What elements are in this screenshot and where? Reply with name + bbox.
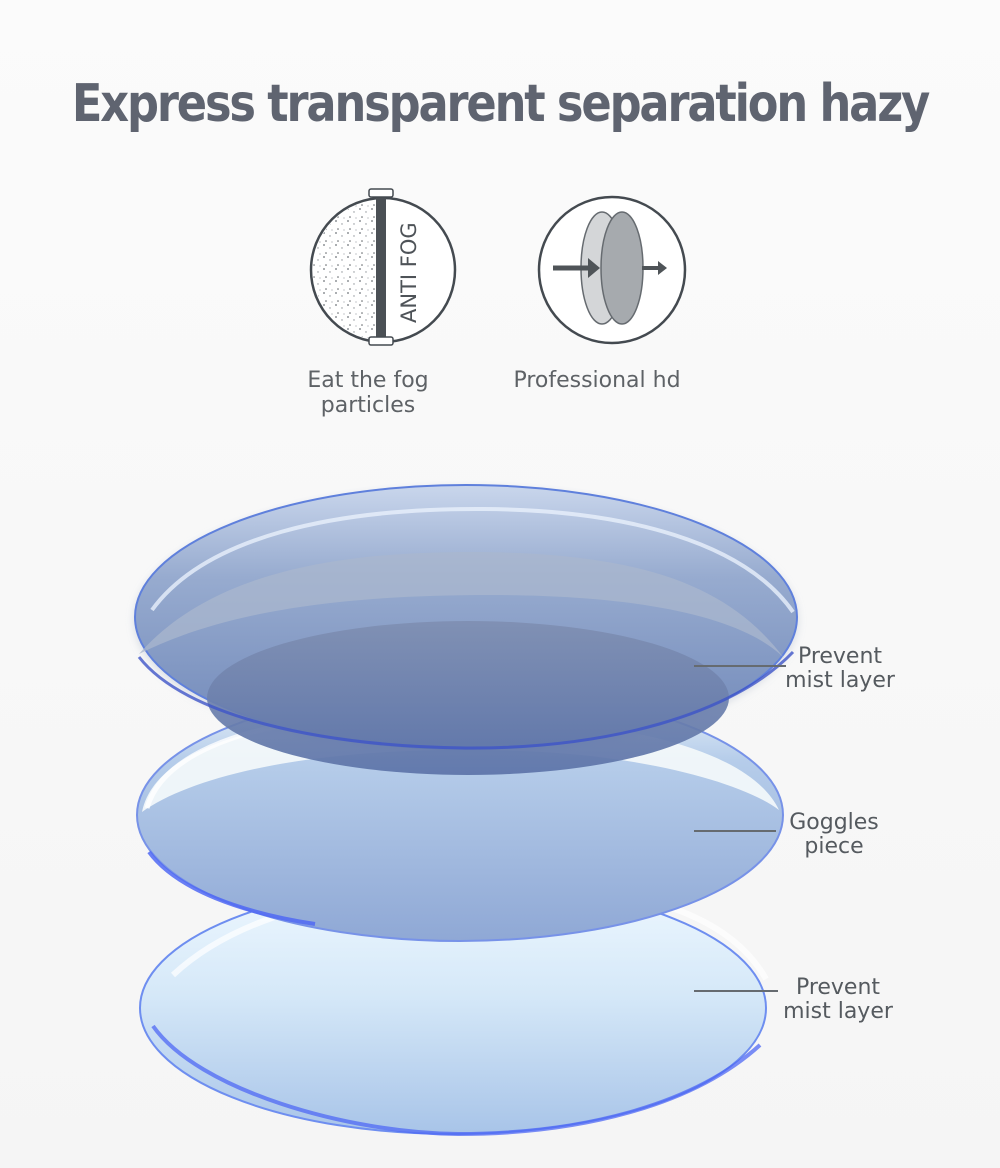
top-layer-label-line1: Prevent [797, 644, 883, 669]
lens-layers-diagram [134, 484, 798, 1137]
middle-layer-label-line [694, 830, 776, 832]
middle-layer-label: Goggles piece [770, 811, 898, 859]
anti-fog-caption: Eat the fog particles [268, 368, 468, 418]
bottom-layer-label-line [694, 990, 778, 992]
top-layer-label-line [694, 665, 786, 667]
middle-layer-label-line2: piece [804, 834, 864, 859]
top-layer-label: Prevent mist layer [780, 645, 900, 693]
hd-caption: Professional hd [513, 368, 681, 393]
anti-fog-text: ANTI FOG [397, 222, 421, 323]
top-layer-label-line2: mist layer [785, 668, 895, 693]
page-title: Express transparent separation hazy [71, 74, 930, 134]
anti-fog-caption-line2: particles [320, 393, 416, 418]
anti-fog-icon: ANTI FOG [309, 188, 457, 346]
anti-fog-caption-line1: Eat the fog [307, 368, 429, 393]
hd-layers-icon [537, 195, 687, 345]
bottom-layer-label-line1: Prevent [795, 975, 881, 1000]
bottom-layer-label: Prevent mist layer [768, 976, 908, 1024]
bottom-layer-label-line2: mist layer [783, 999, 893, 1024]
middle-layer-label-line1: Goggles [789, 810, 879, 835]
